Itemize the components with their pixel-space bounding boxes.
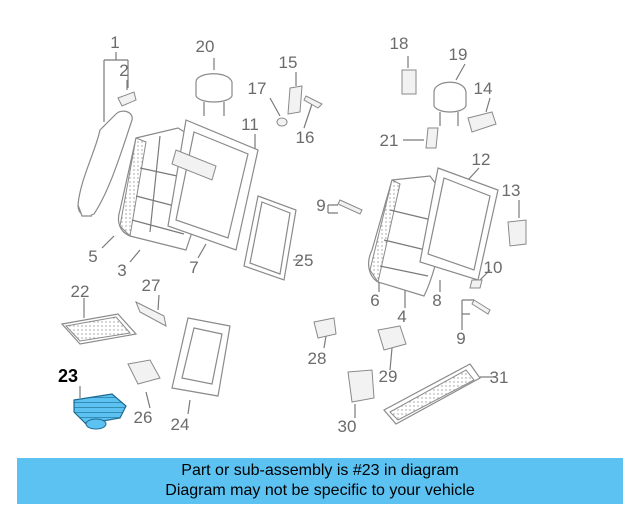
- callout-c11: 11: [241, 115, 259, 134]
- left-seat-side-bolster: [77, 110, 133, 217]
- callout-c29: 29: [379, 367, 398, 386]
- parts-diagram: 1234567899101112131415161718192021222324…: [58, 33, 527, 436]
- callout-c31: 31: [490, 368, 509, 387]
- part-29-bracket: [377, 325, 407, 351]
- callout-labels: 1234567899101112131415161718192021222324…: [58, 33, 520, 436]
- banner-line-1: Part or sub-assembly is #23 in diagram: [181, 462, 459, 479]
- part-19-headrest: [433, 81, 467, 126]
- part-15-bracket: [287, 85, 303, 115]
- callout-c23: 23: [58, 366, 78, 386]
- callout-c28: 28: [308, 349, 327, 368]
- callout-c8: 8: [432, 291, 441, 310]
- part-17-bushing: [276, 117, 288, 127]
- part-26-cover: [127, 359, 161, 385]
- callout-c13: 13: [502, 181, 521, 200]
- callout-c12: 12: [472, 150, 491, 169]
- callout-c9a: 9: [316, 196, 325, 215]
- part-23-highlighted: [73, 393, 127, 430]
- callout-c27: 27: [142, 276, 161, 295]
- callout-c3: 3: [117, 261, 126, 280]
- part-13-clip: [507, 219, 527, 247]
- banner-line-2: Diagram may not be specific to your vehi…: [165, 482, 475, 499]
- callout-c21: 21: [380, 131, 399, 150]
- callout-c7: 7: [189, 258, 198, 277]
- part-25-panel: [243, 195, 297, 281]
- part-16-bolt: [303, 95, 323, 109]
- callout-c14: 14: [474, 79, 493, 98]
- info-banner: Part or sub-assembly is #23 in diagram D…: [17, 458, 623, 504]
- callout-c24: 24: [171, 415, 190, 434]
- part-9-bolts: [337, 199, 491, 315]
- callout-c10: 10: [484, 258, 503, 277]
- left-seat-back-frame: [167, 119, 259, 251]
- part-10-clip: [469, 279, 483, 289]
- callout-c17: 17: [248, 79, 267, 98]
- part-18-latch: [401, 69, 417, 95]
- right-seat-back-frame: [419, 167, 499, 281]
- callout-c20: 20: [196, 37, 215, 56]
- callout-c9b: 9: [456, 329, 465, 348]
- callout-c30: 30: [338, 417, 357, 436]
- part-30-hinge: [347, 369, 375, 403]
- callout-c5: 5: [88, 247, 97, 266]
- part-2-clip: [117, 91, 137, 107]
- part-28-bracket: [313, 317, 337, 339]
- callout-c1: 1: [110, 33, 119, 52]
- part-14-bracket: [467, 111, 497, 133]
- callout-c2: 2: [119, 61, 128, 80]
- part-24-armrest-frame: [171, 317, 231, 397]
- part-20-headrest: [195, 73, 233, 116]
- callout-c19: 19: [449, 45, 468, 64]
- part-31-long-cushion: [383, 363, 481, 425]
- callout-c4: 4: [397, 307, 406, 326]
- callout-c22: 22: [71, 282, 90, 301]
- part-21-fastener: [425, 127, 439, 149]
- callout-c16: 16: [296, 128, 315, 147]
- part-27-strip: [135, 300, 167, 327]
- leader-lines: [79, 52, 520, 418]
- callout-c25: 25: [295, 251, 314, 270]
- right-seat-back-cushion: [368, 175, 449, 297]
- callout-c6: 6: [370, 291, 379, 310]
- callout-c15: 15: [279, 53, 298, 72]
- part-22-armrest-pad: [60, 313, 138, 345]
- callout-c26: 26: [134, 408, 153, 427]
- callout-c18: 18: [390, 34, 409, 53]
